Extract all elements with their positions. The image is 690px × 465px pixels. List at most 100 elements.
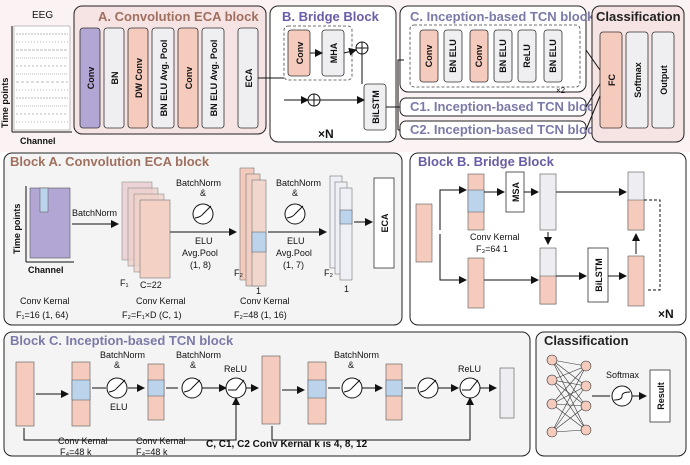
top-cls-fc xyxy=(599,31,623,129)
block-a-pool-2: (1, 7) xyxy=(283,260,304,270)
top-c-relu-label: ReLU xyxy=(522,44,532,68)
layer-dwconv xyxy=(127,27,149,129)
block-a-c22: C=22 xyxy=(140,280,162,290)
block-a-cap2-l1: Conv Kernal xyxy=(136,296,186,306)
block-a-avgpool-1: Avg.Pool xyxy=(182,248,218,258)
block-c-mid-map xyxy=(261,355,281,425)
top-c-conv-2 xyxy=(469,29,489,83)
layer-conv-1 xyxy=(79,27,101,129)
top-c-bn-elu-1-label: BN ELU xyxy=(448,39,458,73)
block-c-title: Block C. Inception-based TCN block xyxy=(10,333,234,348)
block-a-panel xyxy=(3,152,403,326)
block-c-batchnorm-2: BatchNorm xyxy=(176,350,221,360)
top-b-times-n: ×N xyxy=(318,127,334,141)
top-block-c1-title: C1. Inception-based TCN block xyxy=(410,99,602,114)
top-cls-fc-label: FC xyxy=(607,74,617,86)
eeg-signal-thumbnail xyxy=(13,25,71,131)
top-c-bn-elu-3 xyxy=(543,29,563,83)
top-b-mha-label: MHA xyxy=(329,42,339,63)
block-a-cap1-l1: Conv Kernal xyxy=(20,296,70,306)
top-c-bn-elu-2 xyxy=(493,29,513,83)
layer-conv-2 xyxy=(177,27,199,129)
block-b-skip-map xyxy=(467,257,485,309)
block-c-batchnorm-3: BatchNorm xyxy=(334,350,379,360)
top-block-a-layers: Conv BN DW Conv BN ELU Avg. Pool Conv BN… xyxy=(79,27,259,129)
block-b-times-n: ×N xyxy=(658,307,674,321)
top-c-bn-elu-3-label: BN ELU xyxy=(548,39,558,73)
block-c-elu: ELU xyxy=(110,402,128,412)
block-c-amp-2: & xyxy=(190,360,196,370)
top-cls-softmax-label: Softmax xyxy=(633,62,643,98)
block-a-elu-1: ELU xyxy=(195,236,213,246)
eeg-time-points-label: Time points xyxy=(0,78,10,128)
block-a-amp-2: & xyxy=(292,188,298,198)
block-a-eca xyxy=(373,177,395,269)
block-a-f1-label: F₁ xyxy=(120,278,129,288)
block-b-input xyxy=(415,203,433,263)
block-c-batchnorm-1: BatchNorm xyxy=(100,350,145,360)
classification-network xyxy=(546,354,592,438)
top-classification-title: Classification xyxy=(596,9,681,24)
block-b-bilstm-label: BiLSTM xyxy=(594,258,604,292)
classification-panel xyxy=(535,331,687,457)
block-a-time-points: Time points xyxy=(12,204,22,254)
block-a-one: 1 xyxy=(256,286,261,296)
layer-bn-1-label: BN xyxy=(110,72,120,85)
block-b-f3: F₃=64 1 xyxy=(476,244,508,254)
block-b-conv-kernal: Conv Kernal xyxy=(470,232,520,242)
block-a-batchnorm-1: BatchNorm xyxy=(72,208,117,218)
block-a-f2-stack xyxy=(239,167,267,287)
layer-bn-elu-pool-1-label: BN ELU Avg. Pool xyxy=(159,40,169,117)
block-c-output xyxy=(499,367,515,419)
top-cls-softmax xyxy=(625,31,649,129)
top-b-connectors xyxy=(284,47,365,104)
top-c-conv-1-label: Conv xyxy=(424,45,434,68)
layer-bn-elu-pool-2-label: BN ELU Avg. Pool xyxy=(209,40,219,117)
top-block-b-dashed-group xyxy=(283,25,353,81)
block-b-bilstm-out xyxy=(627,255,645,307)
block-c-cap2-l2: F₄=48 k xyxy=(136,447,168,457)
block-c-relu-1: ReLU xyxy=(224,364,247,374)
eeg-axes xyxy=(11,26,72,133)
block-a-batchnorm-2: BatchNorm xyxy=(176,178,221,188)
classification-result xyxy=(649,369,671,423)
layer-dwconv-label: DW Conv xyxy=(134,58,144,98)
block-a-f2-small-stack xyxy=(329,175,353,281)
block-b-title: Block B. Bridge Block xyxy=(418,154,555,169)
block-a-cap2-l2: F₂=F₁×D (C, 1) xyxy=(122,310,182,320)
block-b-msa-out xyxy=(539,173,557,231)
block-a-pool-1: (1, 8) xyxy=(190,260,211,270)
block-a-f2-label: F₂ xyxy=(234,268,243,278)
block-a-cap1-l2: F₁=16 (1, 64) xyxy=(16,310,68,320)
block-c-amp-1: & xyxy=(114,360,120,370)
block-c-cap1-l1: Conv Kernal xyxy=(58,436,108,446)
top-block-c2-title: C2. Inception-based TCN block xyxy=(410,122,602,137)
block-a-f1-stack xyxy=(121,181,171,279)
top-connectors xyxy=(258,49,601,131)
block-c-relu-2: ReLU xyxy=(458,364,481,374)
classification-title: Classification xyxy=(544,333,629,348)
block-b-conv-patch xyxy=(467,189,485,213)
block-a-input-map xyxy=(29,187,71,259)
block-a-cap3-l1: Conv Kernal xyxy=(240,296,290,306)
block-b-bilstm xyxy=(587,247,609,303)
eeg-channel-label: Channel xyxy=(20,136,56,146)
top-cls-output-label: Output xyxy=(659,65,669,95)
block-a-amp-1: & xyxy=(200,188,206,198)
classification-softmax-label: Softmax xyxy=(606,370,640,380)
block-a-batchnorm-3: BatchNorm xyxy=(276,178,321,188)
classification-result-label: Result xyxy=(656,382,666,410)
top-block-c-title: C. Inception-based TCN block xyxy=(410,9,595,24)
block-a-elu-2: ELU xyxy=(287,236,305,246)
block-c-note: C, C1, C2 Conv Kernal k is 4, 8, 12 xyxy=(206,439,368,450)
block-c-input xyxy=(15,361,35,427)
top-c-times-two: ×2 xyxy=(556,86,566,95)
top-c-dashed-group xyxy=(409,24,581,88)
layer-eca-label: ECA xyxy=(244,68,254,88)
top-c-relu xyxy=(517,29,537,83)
layer-bn-elu-pool-2 xyxy=(201,27,225,129)
block-b-msa-label: MSA xyxy=(511,182,521,203)
block-a-eca-label: ECA xyxy=(380,213,390,233)
layer-bn-1 xyxy=(103,27,125,129)
